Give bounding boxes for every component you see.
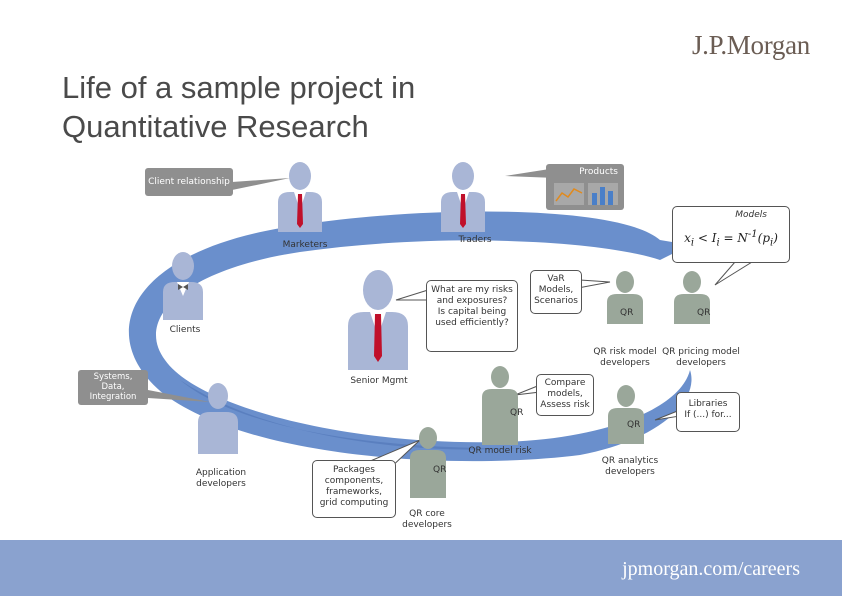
- systems-line-1: Systems,: [93, 372, 133, 382]
- title-line-2: Quantitative Research: [62, 109, 369, 144]
- var-line-3: Scenarios: [534, 296, 578, 306]
- qr-pricing-model-line-1: QR pricing model: [662, 347, 740, 357]
- senior-mgmt-label: Senior Mgmt: [350, 376, 408, 386]
- systems-line-2: Data,: [101, 382, 125, 392]
- business-person-icon: [441, 162, 485, 232]
- qr-person-icon: [674, 271, 710, 324]
- products-chart-icon: [554, 183, 618, 205]
- models-formula: xi < Ii = N-1(pi): [684, 229, 778, 249]
- packages-callout: Packages components, frameworks, grid co…: [312, 460, 396, 518]
- project-lifecycle-diagram: [128, 162, 754, 498]
- business-person-icon: [163, 252, 203, 320]
- packages-line-1: Packages: [333, 465, 375, 475]
- client-relationship-label: Client relationship: [148, 177, 230, 187]
- qr-core-line-2: developers: [402, 520, 452, 530]
- compare-line-3: Assess risk: [540, 400, 590, 410]
- var-line-2: Models,: [538, 285, 574, 295]
- qr-analytics-label: QR analytics developers: [590, 456, 670, 478]
- business-person-icon: [198, 383, 238, 454]
- compare-line-2: models,: [547, 389, 583, 399]
- qr-analytics-line-2: developers: [605, 467, 655, 477]
- page-title: Life of a sample project in Quantitative…: [62, 68, 582, 146]
- qr-label-model-risk: QR: [510, 408, 524, 418]
- question-line-4: used efficiently?: [435, 318, 509, 328]
- qr-model-risk-label: QR model risk: [468, 446, 532, 456]
- packages-line-3: frameworks,: [325, 487, 383, 497]
- senior-question-callout: What are my risks and exposures? Is capi…: [426, 280, 518, 352]
- traders-label: Traders: [458, 235, 492, 245]
- careers-link[interactable]: jpmorgan.com/careers: [622, 558, 800, 580]
- libraries-line-2: If (...) for...: [684, 410, 732, 420]
- packages-line-2: components,: [324, 476, 384, 486]
- application-developers-label: Application developers: [186, 468, 256, 490]
- app-dev-line-1: Application: [195, 468, 247, 478]
- client-relationship-callout: Client relationship: [145, 168, 233, 196]
- compare-callout: Compare models, Assess risk: [536, 374, 594, 416]
- ring-inner-shade: [180, 380, 520, 450]
- qr-person-icon: [482, 366, 518, 445]
- question-line-1: What are my risks: [431, 285, 513, 295]
- var-callout: VaR Models, Scenarios: [530, 270, 582, 314]
- brand-logo: J.P.Morgan: [691, 30, 810, 60]
- systems-line-3: Integration: [89, 392, 137, 402]
- qr-risk-model-line-1: QR risk model: [593, 347, 657, 357]
- models-pointer: [714, 261, 754, 286]
- qr-person-icon: [410, 427, 446, 498]
- qr-label-analytics: QR: [627, 420, 641, 430]
- systems-pointer: [148, 390, 210, 402]
- qr-analytics-line-1: QR analytics: [601, 456, 659, 466]
- models-callout: Models xi < Ii = N-1(pi): [672, 206, 790, 263]
- models-label: Models: [735, 210, 767, 220]
- qr-pricing-model-line-2: developers: [676, 358, 726, 368]
- client-relationship-pointer: [232, 178, 290, 190]
- var-pointer: [577, 279, 611, 289]
- title-line-1: Life of a sample project in: [62, 70, 416, 105]
- qr-risk-model-line-2: developers: [600, 358, 650, 368]
- line-chart-icon: [554, 183, 584, 205]
- libraries-callout: Libraries If (...) for...: [676, 392, 740, 432]
- business-person-icon: [278, 162, 322, 232]
- compare-line-1: Compare: [544, 378, 586, 388]
- qr-person-icon: [607, 271, 643, 324]
- qr-label-pricing: QR: [697, 308, 711, 318]
- question-line-3: Is capital being: [437, 307, 507, 317]
- libraries-line-1: Libraries: [688, 399, 728, 409]
- footer-bar: jpmorgan.com/careers: [0, 540, 842, 596]
- qr-label-core: QR: [433, 465, 447, 475]
- products-pointer: [505, 168, 556, 178]
- qr-pricing-model-label: QR pricing model developers: [656, 347, 746, 369]
- business-person-icon: [348, 270, 408, 370]
- qr-risk-model-label: QR risk model developers: [585, 347, 665, 369]
- app-dev-line-2: developers: [196, 479, 246, 489]
- clients-label: Clients: [169, 325, 201, 335]
- products-label: Products: [579, 167, 618, 177]
- question-line-2: and exposures?: [436, 296, 508, 306]
- qr-label-risk: QR: [620, 308, 634, 318]
- senior-question-pointer: [395, 289, 429, 301]
- var-line-1: VaR: [547, 274, 565, 284]
- packages-line-4: grid computing: [319, 498, 389, 508]
- products-callout: Products: [546, 164, 624, 210]
- marketers-label: Marketers: [282, 240, 328, 250]
- qr-core-label: QR core developers: [392, 509, 462, 531]
- qr-core-line-1: QR core: [409, 509, 445, 519]
- systems-callout: Systems, Data, Integration: [78, 370, 148, 405]
- qr-person-icon: [608, 385, 644, 444]
